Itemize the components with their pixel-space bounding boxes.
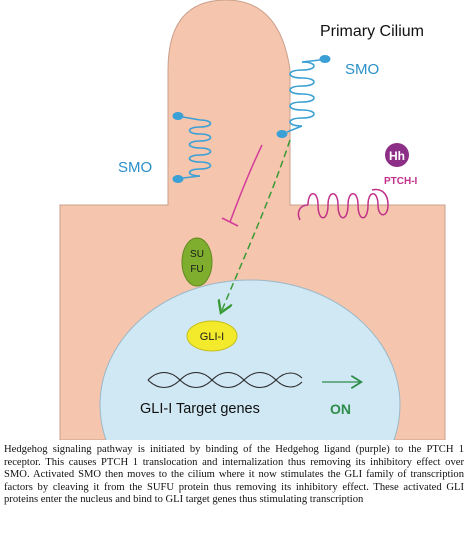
gli-label: GLI-I: [200, 331, 224, 343]
inhibition-bar: [221, 217, 239, 227]
sufu-label-line1: SU: [190, 249, 204, 260]
hh-ligand: [385, 143, 409, 167]
hh-label: Hh: [389, 149, 405, 163]
target-genes-label: GLI-I Target genes: [140, 401, 260, 417]
sufu-protein: [181, 237, 213, 287]
figure-caption: Hedgehog signaling pathway is initiated …: [4, 444, 464, 506]
activation-arrow: [222, 139, 291, 310]
on-label: ON: [330, 401, 351, 417]
dna-helix: [147, 371, 303, 389]
ptch-label: PTCH-I: [384, 176, 418, 187]
diagram-title: Primary Cilium: [320, 23, 424, 40]
sufu-label-line2: FU: [190, 264, 203, 275]
nucleus: [99, 279, 401, 440]
smo-top-label: SMO: [345, 61, 379, 78]
hedgehog-diagram: Hh PTCH-I SU FU GLI-I Primary Cilium SMO…: [59, 0, 446, 440]
smo-left-label: SMO: [118, 159, 152, 176]
ptch-receptor: [297, 188, 389, 221]
inhibition-line: [229, 144, 263, 223]
gli-protein: [186, 320, 238, 352]
smo-receptor-left: [172, 112, 212, 183]
smo-receptor-top: [276, 55, 331, 138]
